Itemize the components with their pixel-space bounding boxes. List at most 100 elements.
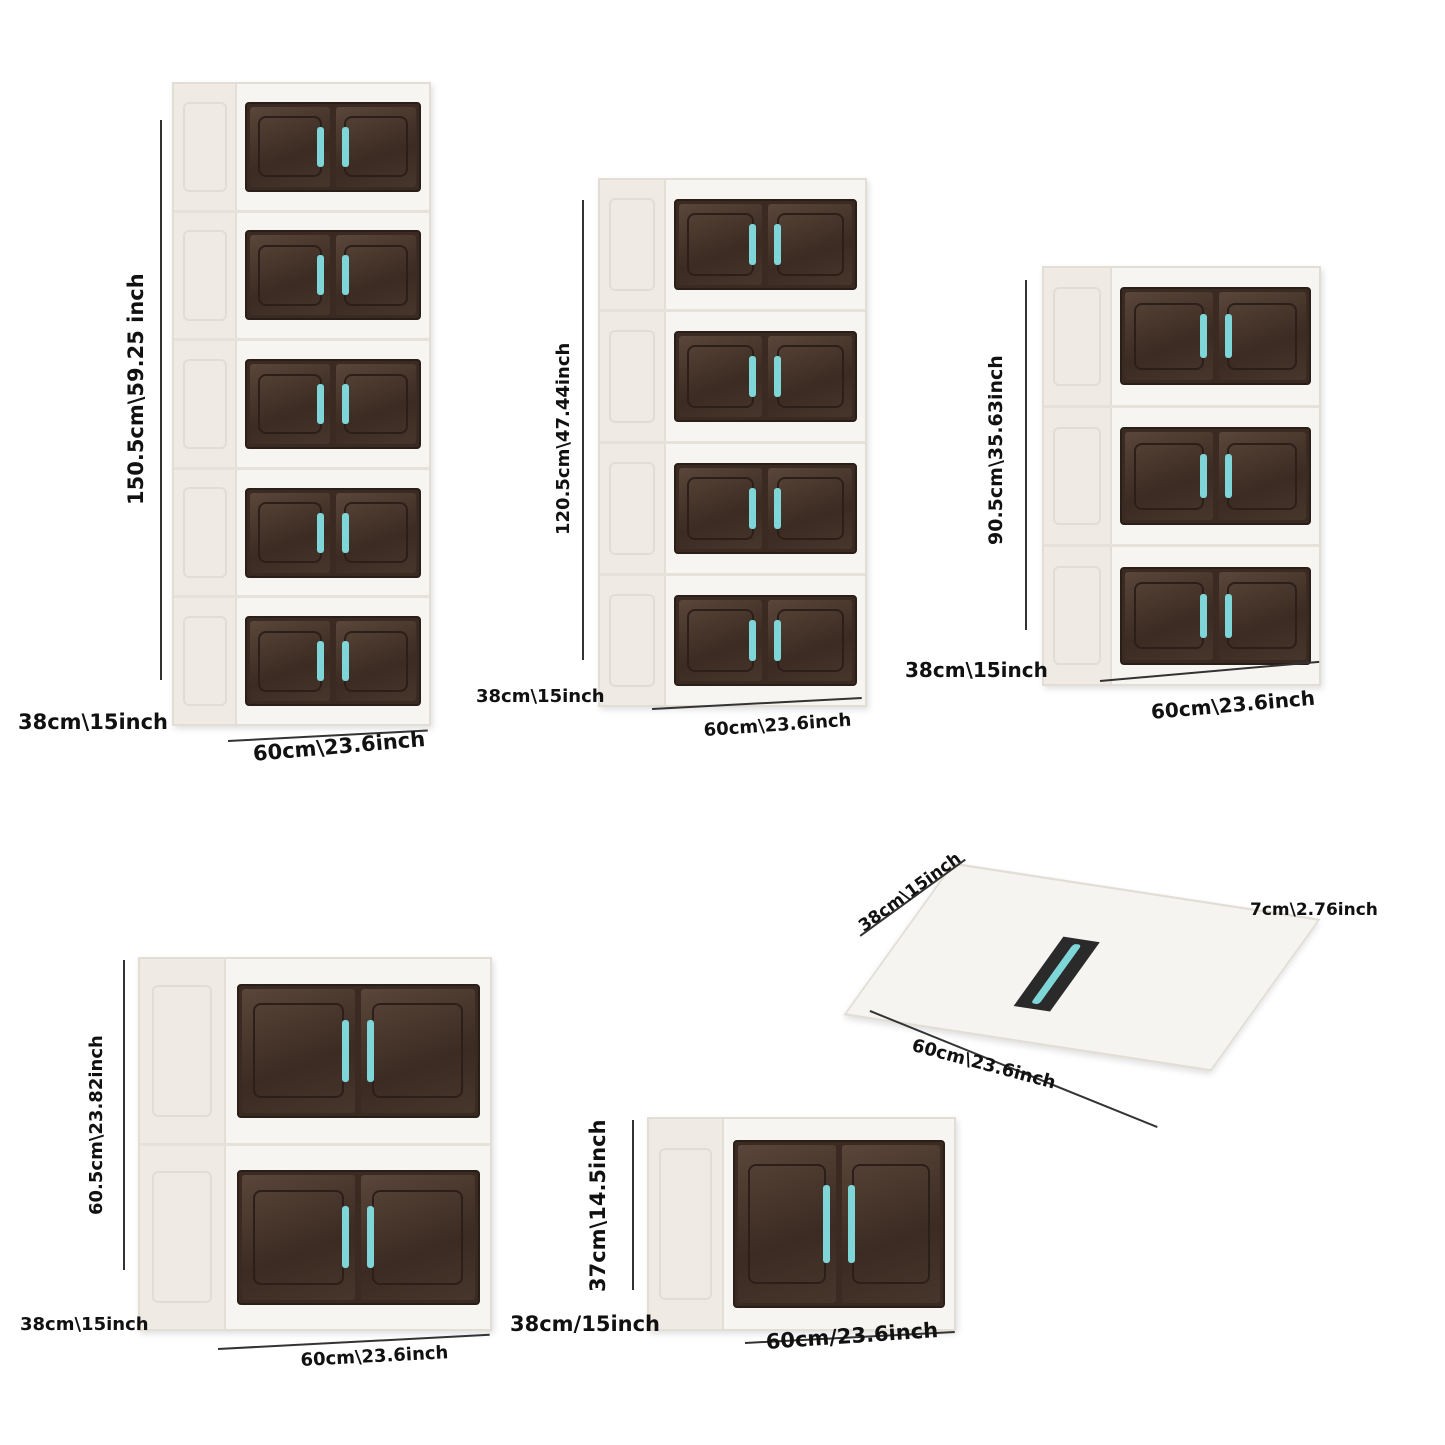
door-handle[interactable] — [342, 512, 350, 553]
door-handle[interactable] — [774, 224, 782, 265]
door-right[interactable] — [1218, 431, 1306, 521]
door-left[interactable] — [738, 1145, 837, 1303]
door-left[interactable] — [678, 467, 763, 550]
double-door[interactable] — [244, 359, 422, 449]
door-left[interactable] — [678, 203, 763, 286]
door-handle[interactable] — [823, 1184, 831, 1264]
door-handle[interactable] — [317, 255, 325, 296]
side-panel — [600, 576, 666, 705]
double-door[interactable] — [733, 1140, 945, 1308]
door-left[interactable] — [1125, 431, 1213, 521]
door-right[interactable] — [768, 467, 853, 550]
double-door[interactable] — [236, 983, 480, 1118]
door-left[interactable] — [1125, 571, 1213, 660]
door-right[interactable] — [768, 203, 853, 286]
door-right[interactable] — [768, 335, 853, 418]
door-handle[interactable] — [1199, 453, 1207, 499]
double-door[interactable] — [244, 487, 422, 578]
side-panel — [174, 212, 238, 339]
door-handle[interactable] — [1224, 314, 1232, 359]
cabinet-1-tier — [647, 1117, 956, 1331]
door-handle[interactable] — [749, 488, 757, 529]
height-line — [582, 200, 584, 660]
cabinet-tier — [600, 576, 865, 705]
door-handle[interactable] — [342, 641, 350, 682]
height-line — [160, 120, 162, 680]
door-handle[interactable] — [1199, 314, 1207, 359]
double-door[interactable] — [1120, 426, 1311, 526]
door-handle[interactable] — [1199, 593, 1207, 638]
height-line — [123, 960, 125, 1270]
door-right[interactable] — [842, 1145, 940, 1303]
door-left[interactable] — [249, 492, 331, 573]
side-panel — [174, 341, 238, 467]
door-right[interactable] — [1218, 292, 1306, 381]
height-label: 37cm\14.5inch — [586, 1119, 610, 1292]
door-left[interactable] — [678, 599, 763, 682]
folded-thickness-label: 7cm\2.76inch — [1250, 900, 1378, 920]
door-handle[interactable] — [342, 126, 350, 167]
door-handle[interactable] — [774, 488, 782, 529]
cabinet-tier — [600, 180, 865, 312]
side-panel — [1044, 547, 1112, 685]
door-left[interactable] — [241, 1175, 355, 1300]
double-door[interactable] — [244, 230, 422, 321]
double-door[interactable] — [244, 616, 422, 707]
door-right[interactable] — [361, 988, 475, 1113]
cabinet-5-tier — [172, 82, 431, 726]
door-right[interactable] — [336, 235, 417, 316]
double-door[interactable] — [673, 462, 858, 555]
double-door[interactable] — [1120, 287, 1311, 386]
door-handle[interactable] — [774, 620, 782, 661]
door-right[interactable] — [768, 599, 853, 682]
cabinet-tier — [174, 469, 429, 599]
door-handle[interactable] — [342, 384, 350, 424]
door-handle[interactable] — [848, 1184, 856, 1264]
door-handle[interactable] — [774, 356, 782, 397]
cabinet-3-tier — [1042, 266, 1321, 686]
door-right[interactable] — [336, 106, 417, 187]
side-panel — [1044, 268, 1112, 405]
height-line — [1025, 280, 1027, 630]
side-panel — [600, 444, 666, 573]
door-left[interactable] — [678, 335, 763, 418]
double-door[interactable] — [673, 330, 858, 423]
door-handle[interactable] — [342, 1019, 349, 1082]
door-handle[interactable] — [1224, 593, 1232, 638]
door-left[interactable] — [249, 364, 331, 444]
door-handle[interactable] — [317, 641, 325, 682]
door-handle[interactable] — [317, 512, 325, 553]
door-handle[interactable] — [317, 126, 325, 167]
door-right[interactable] — [361, 1175, 475, 1300]
door-handle[interactable] — [317, 384, 325, 424]
door-left[interactable] — [249, 621, 331, 702]
cabinet-tier — [600, 444, 865, 576]
door-handle[interactable] — [1224, 453, 1232, 499]
door-left[interactable] — [249, 106, 331, 187]
door-right[interactable] — [1218, 571, 1306, 660]
door-right[interactable] — [336, 492, 417, 573]
door-handle[interactable] — [749, 620, 757, 661]
depth-label: 38cm\15inch — [905, 658, 1048, 682]
double-door[interactable] — [244, 101, 422, 192]
double-door[interactable] — [236, 1170, 480, 1305]
double-door[interactable] — [1120, 566, 1311, 665]
door-handle[interactable] — [749, 356, 757, 397]
door-handle[interactable] — [367, 1206, 374, 1269]
door-handle[interactable] — [342, 1206, 349, 1269]
double-door[interactable] — [673, 198, 858, 291]
height-line — [632, 1120, 634, 1290]
door-left[interactable] — [249, 235, 331, 316]
width-label: 60cm\23.6inch — [300, 1342, 449, 1371]
double-door[interactable] — [673, 594, 858, 687]
door-handle[interactable] — [367, 1019, 374, 1082]
depth-label: 38cm\15inch — [18, 710, 168, 734]
cabinet-tier — [174, 598, 429, 724]
door-right[interactable] — [336, 621, 417, 702]
door-handle[interactable] — [342, 255, 350, 296]
door-right[interactable] — [336, 364, 417, 444]
door-left[interactable] — [241, 988, 355, 1113]
door-left[interactable] — [1125, 292, 1213, 381]
cabinet-4-tier — [598, 178, 867, 707]
door-handle[interactable] — [749, 224, 757, 265]
